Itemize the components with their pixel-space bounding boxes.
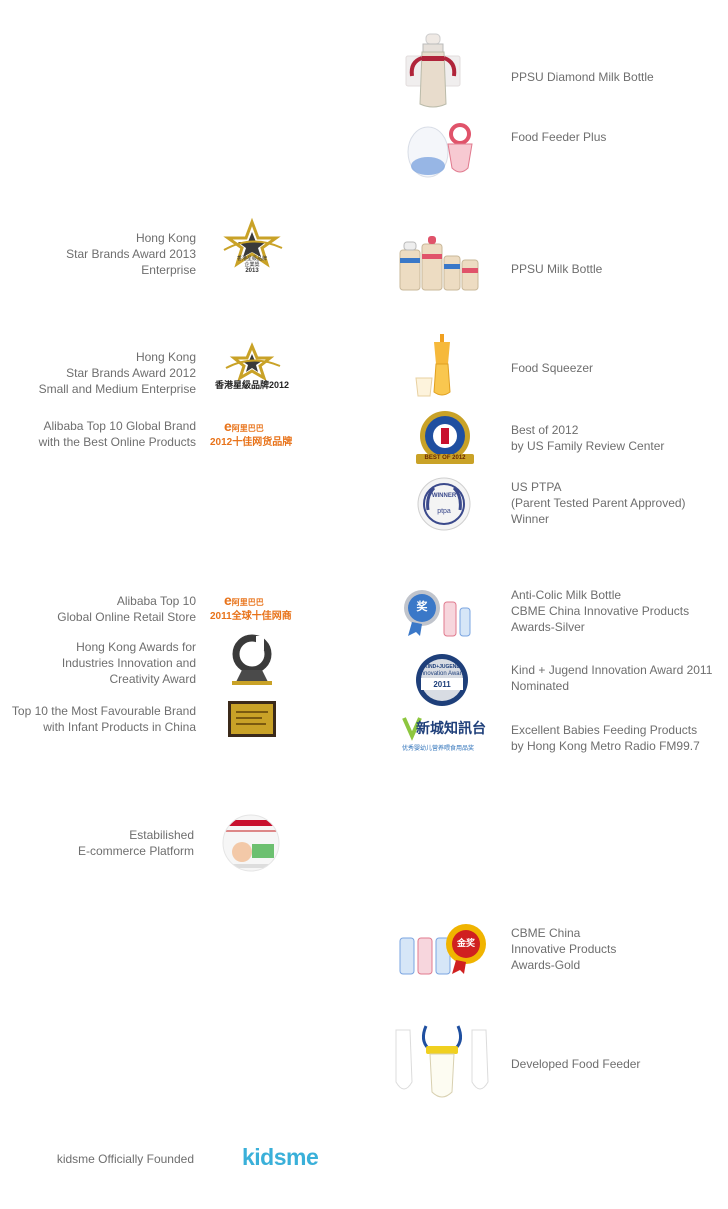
cbme-silver-badge-image: 奖: [400, 586, 482, 638]
food-feeder-plus-image: [404, 122, 484, 180]
food-feeder-plus-text: Food Feeder Plus: [511, 130, 607, 144]
certificate-plaque-icon: [228, 701, 276, 737]
ppsu-diamond-bottle-image: [400, 28, 466, 112]
ppsu-milk-bottle-image: [398, 236, 480, 294]
ecommerce-screenshot-icon: [222, 814, 280, 872]
star-brands-2012-badge: 香港星級品牌2012: [210, 342, 294, 392]
food-squeezer-text: Food Squeezer: [511, 361, 594, 375]
metro-radio-badge: 新城知訊台 优秀婴幼儿营养喂食用品奖: [402, 717, 486, 752]
alibaba-2012-badge: e阿里巴巴 2012十佳网货品牌: [210, 418, 293, 448]
food-squeezer-image: [414, 334, 464, 400]
ppsu-milk-bottle-text: PPSU Milk Bottle: [511, 262, 603, 276]
star-brands-2013-badge: 香港星級品牌企業獎 2013: [218, 217, 286, 280]
ptpa-winner-badge: WINNER ptpa: [416, 476, 472, 532]
developed-food-feeder-image: [392, 1022, 492, 1102]
kidsme-logo: kidsme: [242, 1144, 319, 1170]
kind-jugend-badge: KIND+JUGEND Innovation Award 2011: [414, 652, 470, 708]
kidsme-founded-text: kidsme Officially Founded: [56, 1152, 194, 1166]
developed-food-feeder-text: Developed Food Feeder: [511, 1057, 641, 1071]
best-of-2012-badge: BEST OF 2012: [414, 410, 476, 466]
ptpa-winner-text: US PTPA(Parent Tested Parent Approved)Wi…: [511, 480, 686, 526]
cbme-gold-badge-image: 金奖: [396, 918, 490, 976]
alibaba-2011-badge: e阿里巴巴 2011全球十佳网商: [210, 592, 292, 622]
ppsu-diamond-bottle-text: PPSU Diamond Milk Bottle: [511, 70, 654, 84]
trophy-icon: [228, 634, 276, 686]
